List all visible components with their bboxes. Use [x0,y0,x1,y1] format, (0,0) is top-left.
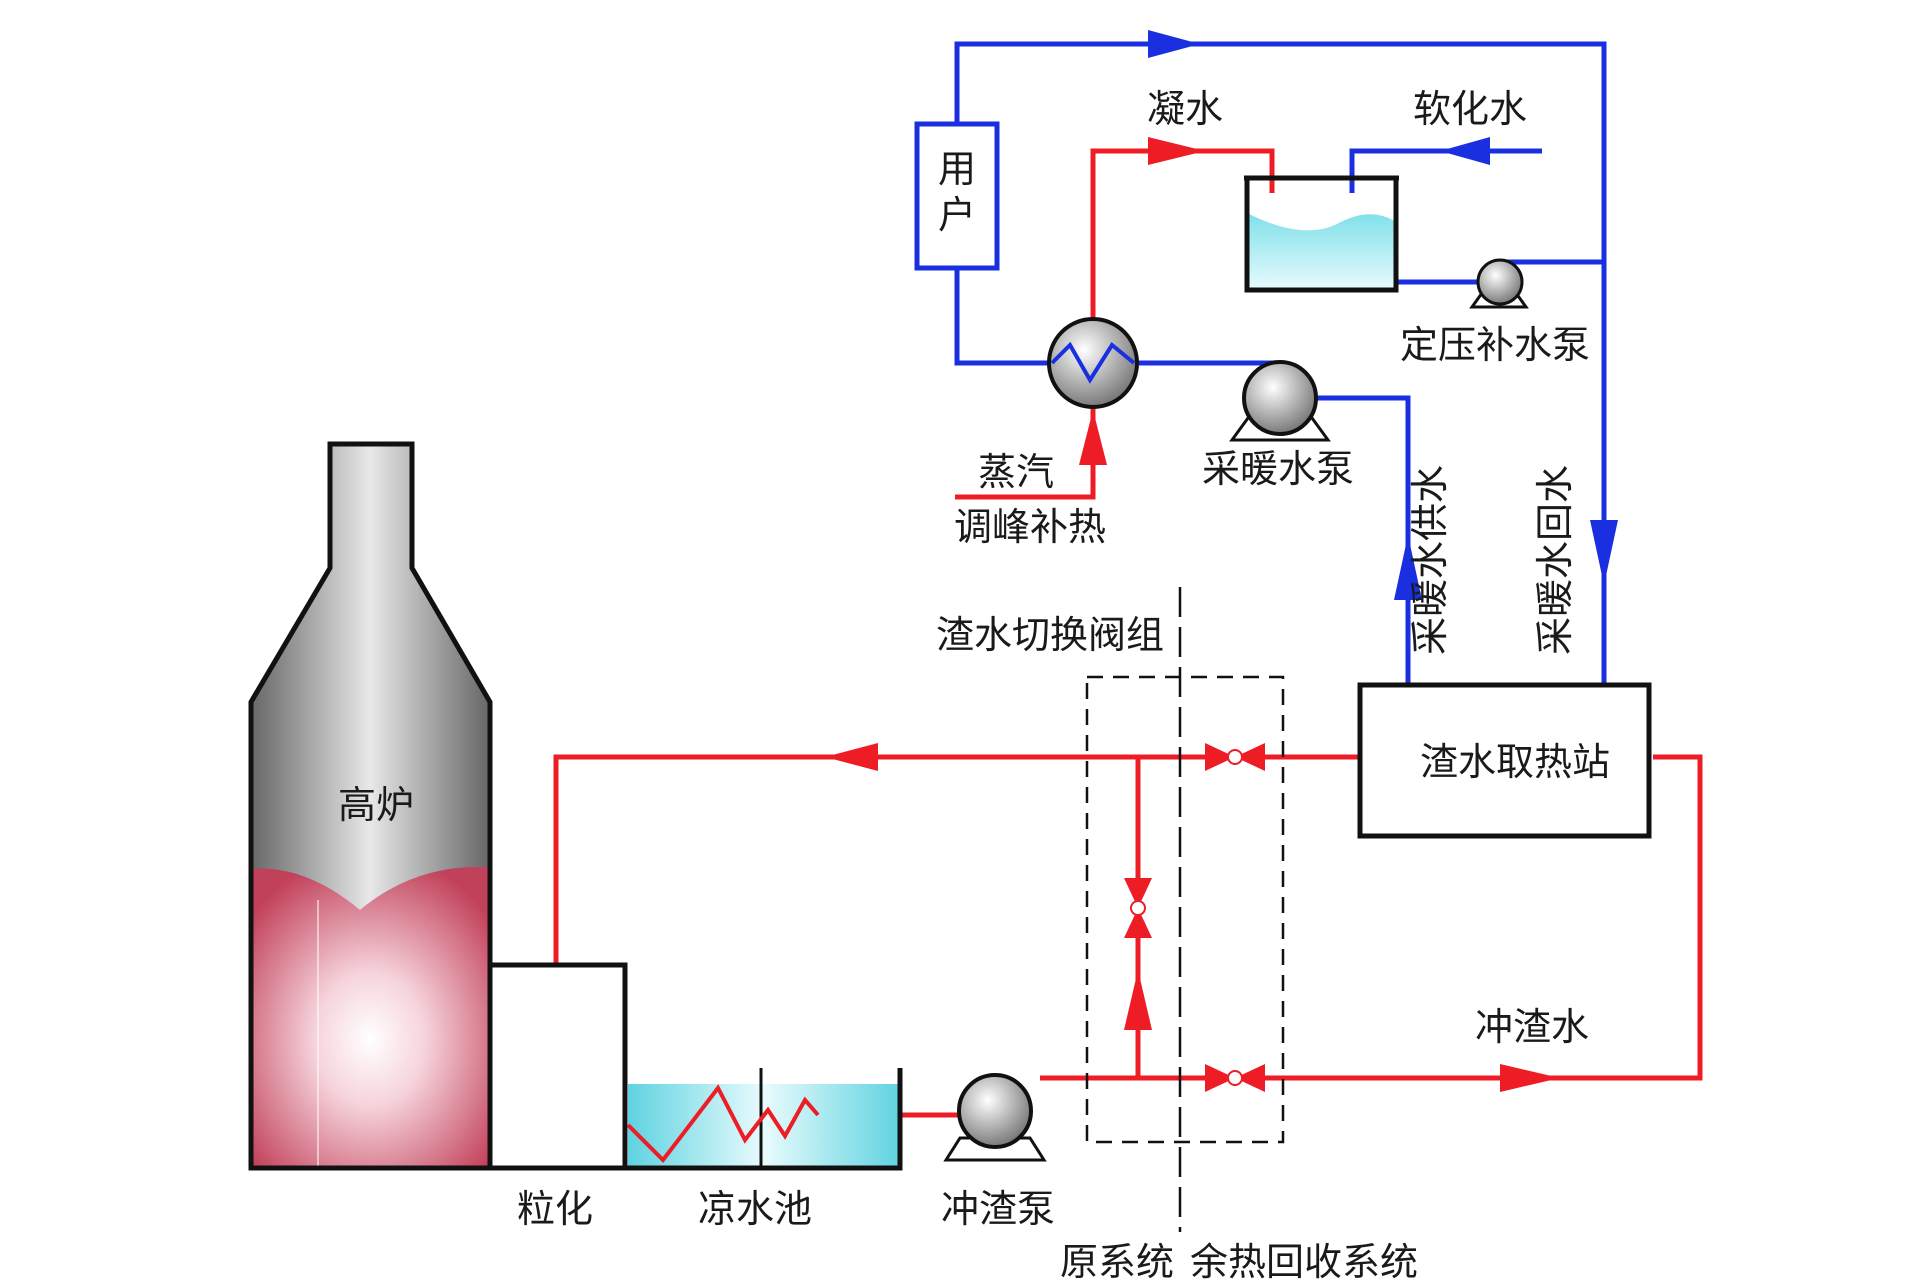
valve-bypass-icon [1124,878,1152,938]
heat-station-box [1357,682,1652,839]
peak-heating-label: 调峰补热 [954,505,1106,549]
valve-group-label: 渣水切换阀组 [936,613,1164,657]
flush-pump-icon [943,1073,1047,1162]
flush-pump-label: 冲渣泵 [941,1187,1055,1231]
steam-label: 蒸汽 [978,450,1054,494]
heat-exchanger-icon [1047,317,1139,409]
steam-line [955,400,1107,500]
valve-top-icon [1205,743,1265,771]
cooling-pool-label: 凉水池 [698,1187,812,1231]
granulation-label: 粒化 [517,1187,593,1231]
condensate-label: 凝水 [1147,87,1223,131]
condensate-line [1090,137,1275,327]
valve-bottom-icon [1205,1064,1265,1092]
makeup-pump-icon [1469,258,1529,309]
granulation-box [487,962,628,1171]
user-box: 用户 [914,121,1000,271]
original-system-label: 原系统 [1060,1240,1174,1279]
flush-water-label: 冲渣水 [1475,1005,1589,1049]
blue-arrows [1148,30,1618,600]
cooling-pool [625,1068,903,1171]
recovery-system-label: 余热回收系统 [1190,1240,1418,1279]
furnace-label: 高炉 [338,783,414,827]
valve-group-box [1085,587,1285,1232]
softened-water-label: 软化水 [1413,87,1527,131]
makeup-pump-label: 定压补水泵 [1400,323,1590,367]
makeup-tank [1244,175,1399,293]
heating-pump-label: 采暖水泵 [1202,447,1354,491]
user-label-line1: 用户 [938,147,976,237]
heating-pump-icon [1229,360,1331,442]
return-water-label: 采暖水回水 [1533,465,1577,655]
heat-station-label: 渣水取热站 [1420,740,1610,784]
supply-water-label: 采暖水供水 [1408,465,1452,655]
